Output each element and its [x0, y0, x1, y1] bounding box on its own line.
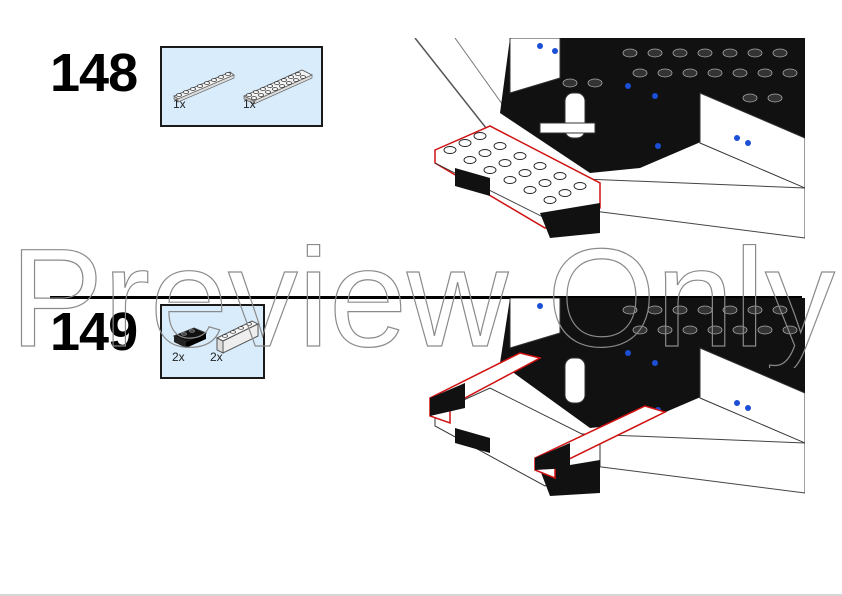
part-qty: 2x — [172, 350, 185, 364]
parts-callout-149: 2x 2x — [160, 304, 265, 379]
part-qty: 1x — [243, 97, 256, 111]
part-qty: 1x — [173, 97, 186, 111]
parts-callout-148: 1x 1x — [160, 46, 323, 127]
plate-1x8-icon — [173, 69, 313, 105]
part-qty: 2x — [210, 350, 223, 364]
step-divider — [50, 296, 802, 299]
page-bottom-rule — [0, 594, 842, 596]
step-number-149: 149 — [50, 302, 138, 362]
step-number-148: 148 — [50, 43, 138, 103]
build-illustration-148 — [414, 38, 805, 239]
technic-brick-icon — [172, 320, 260, 354]
build-illustration-149 — [429, 298, 805, 496]
